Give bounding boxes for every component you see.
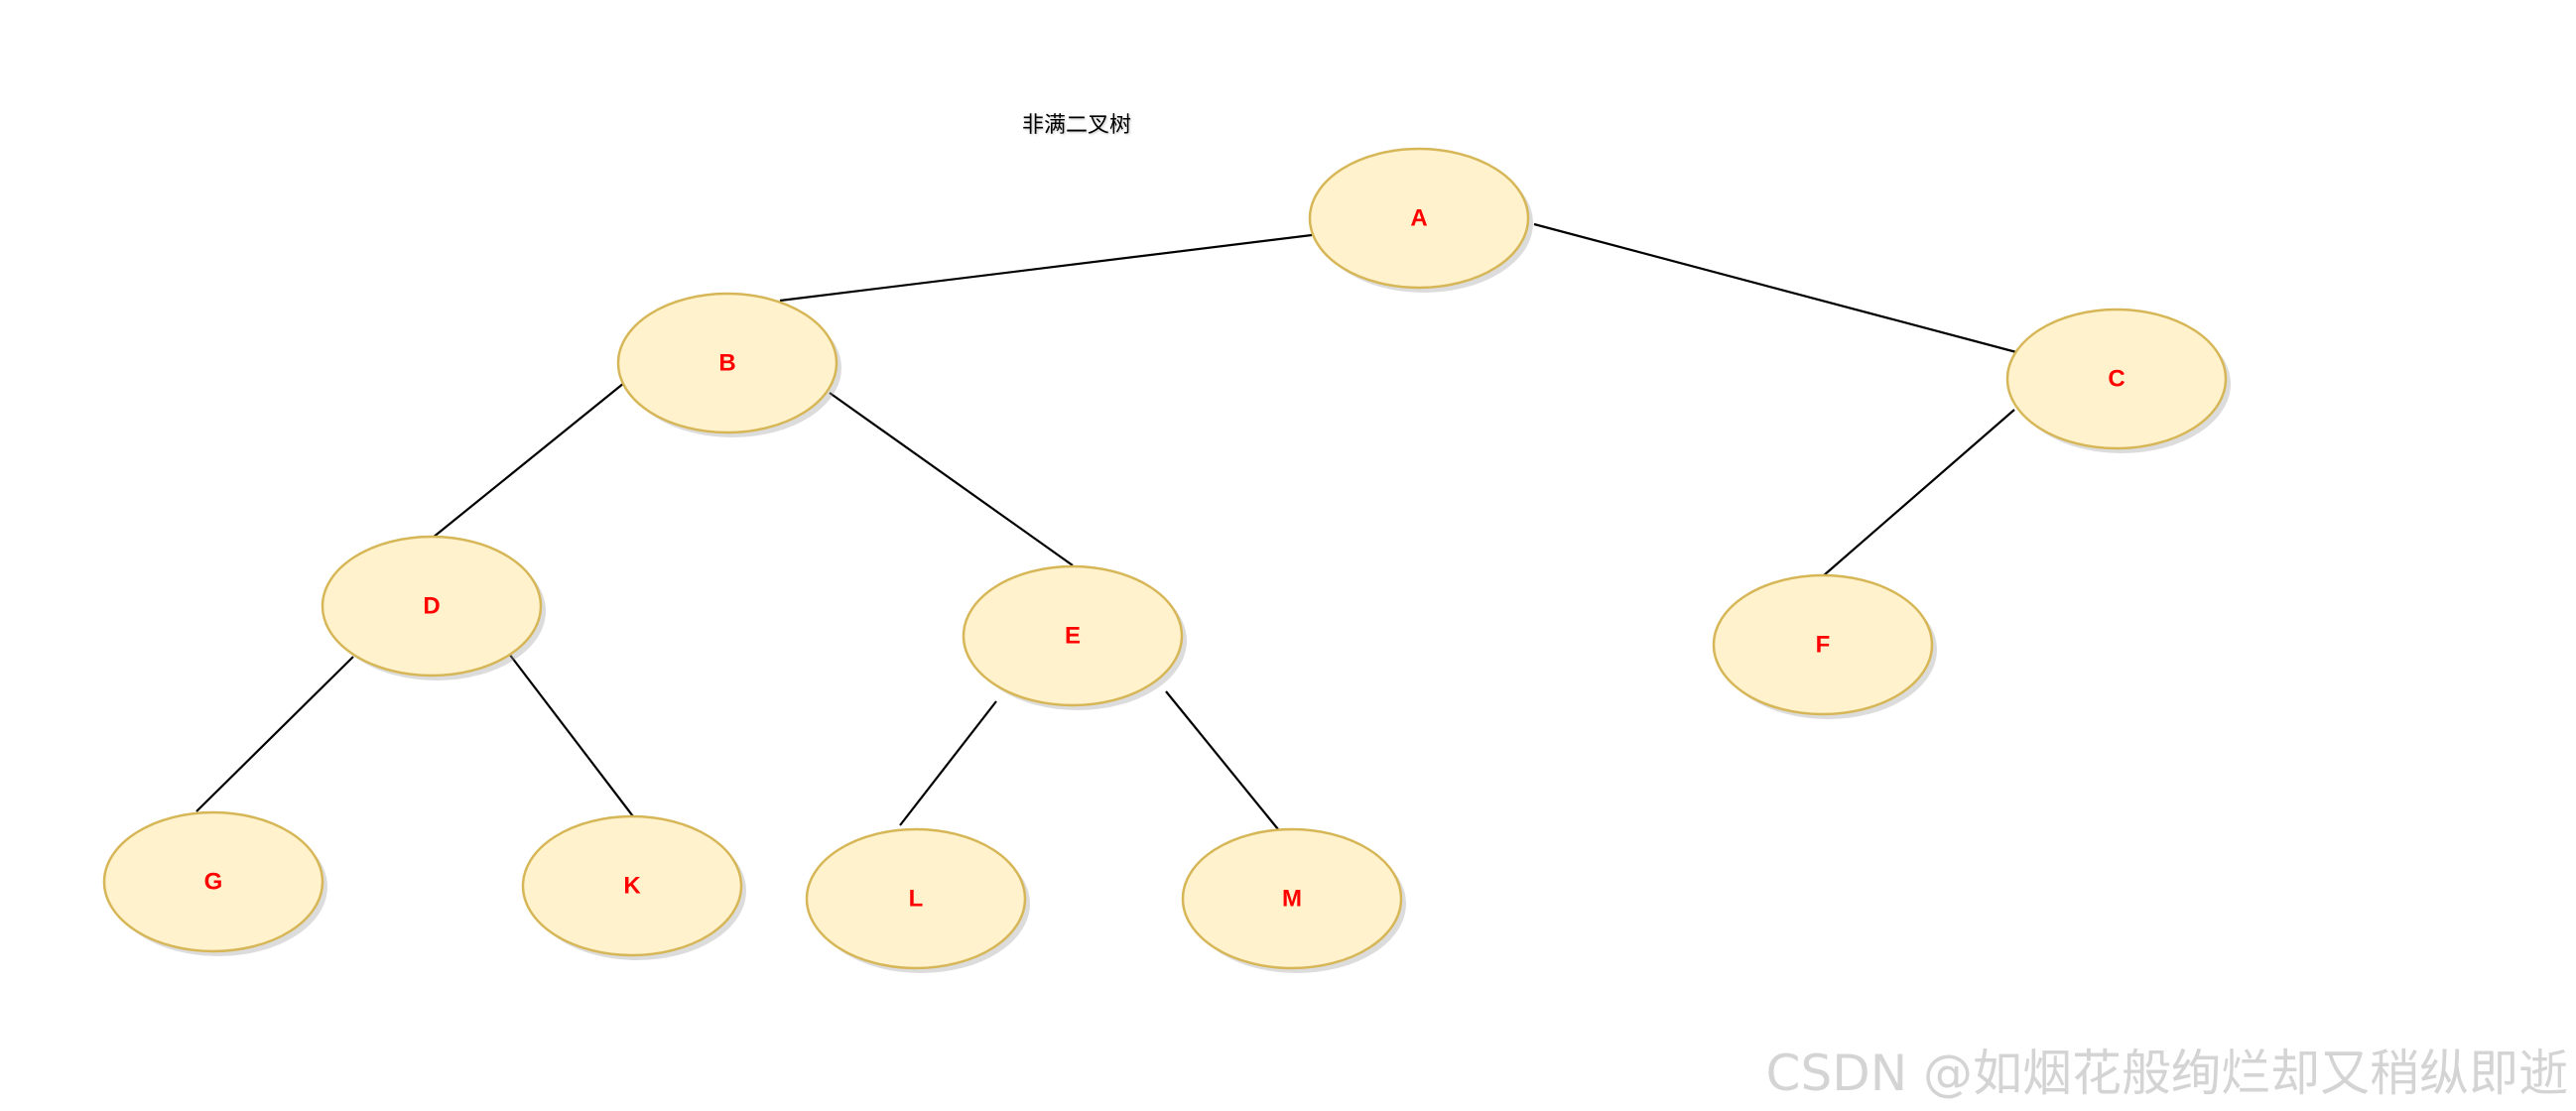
- node-ellipse: [2005, 308, 2228, 450]
- tree-node-b: B: [616, 292, 841, 437]
- node-ellipse: [962, 564, 1184, 707]
- node-label: D: [423, 593, 440, 620]
- tree-node-m: M: [1181, 827, 1406, 973]
- edge-d-k: [508, 653, 634, 817]
- tree-node-d: D: [321, 535, 546, 680]
- node-ellipse: [805, 827, 1027, 970]
- tree-node-a: A: [1308, 147, 1533, 293]
- node-label: E: [1065, 623, 1081, 650]
- tree-node-c: C: [2005, 308, 2231, 453]
- diagram-title: 非满二叉树: [1022, 113, 1132, 138]
- node-ellipse: [1712, 573, 1934, 716]
- tree-node-k: K: [521, 814, 746, 960]
- node-ellipse: [321, 535, 543, 678]
- node-label: M: [1282, 886, 1302, 913]
- node-label: F: [1816, 632, 1831, 659]
- edge-b-e: [829, 392, 1074, 566]
- edge-c-f: [1823, 409, 2015, 576]
- node-label: A: [1410, 205, 1427, 232]
- edge-a-b: [779, 233, 1313, 303]
- node-ellipse: [1181, 827, 1403, 970]
- watermark: CSDN @如烟花般绚烂却又稍纵即逝: [1765, 1045, 2568, 1102]
- node-ellipse: [102, 810, 324, 953]
- edges-layer: [195, 222, 2017, 830]
- tree-node-f: F: [1712, 573, 1937, 719]
- node-label: C: [2108, 366, 2125, 393]
- node-ellipse: [1308, 147, 1530, 290]
- edge-e-m: [1165, 690, 1279, 830]
- nodes-layer: A B C D E F G K L M: [102, 147, 2231, 973]
- node-ellipse: [521, 814, 743, 957]
- tree-node-e: E: [962, 564, 1187, 710]
- edge-d-g: [195, 656, 354, 812]
- tree-node-g: G: [102, 810, 327, 956]
- edge-a-c: [1533, 222, 2017, 354]
- node-ellipse: [616, 292, 838, 434]
- node-label: K: [623, 873, 641, 900]
- node-label: L: [909, 886, 924, 913]
- node-label: B: [718, 350, 735, 377]
- node-label: G: [204, 869, 223, 896]
- tree-node-l: L: [805, 827, 1030, 973]
- edge-b-d: [432, 382, 625, 539]
- edge-e-l: [899, 700, 997, 826]
